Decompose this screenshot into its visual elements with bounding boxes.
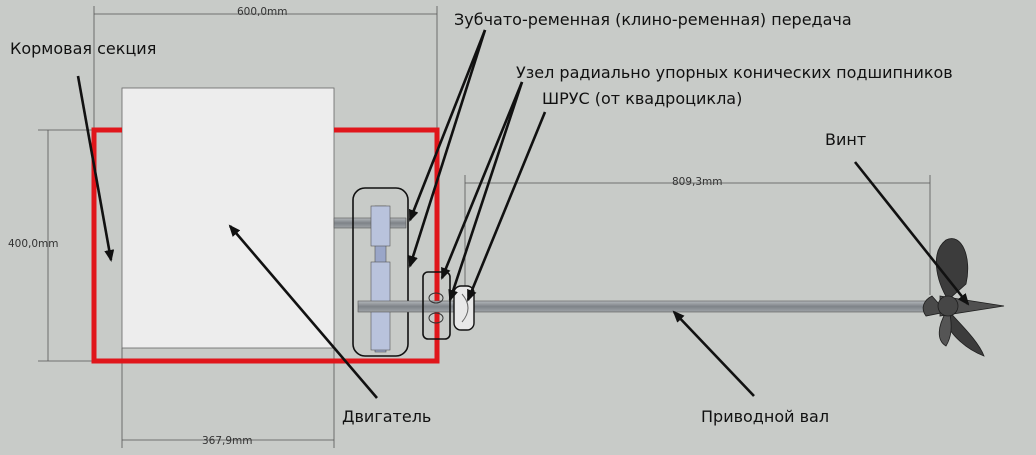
dimension-top-width: 600,0mm: [237, 6, 288, 18]
label-propeller: Винт: [825, 130, 867, 149]
label-drive-shaft: Приводной вал: [701, 407, 830, 426]
dimension-engine-width: 367,9mm: [202, 435, 253, 447]
bearing-balls: [428, 292, 444, 324]
label-belt-drive: Зубчато-ременная (клино-ременная) переда…: [454, 10, 852, 29]
label-engine: Двигатель: [342, 407, 432, 426]
dimension-shaft-length: 809,3mm: [672, 176, 723, 188]
bearing-unit: [422, 271, 451, 340]
dimension-left-height: 400,0mm: [8, 238, 59, 250]
label-stern-section: Кормовая секция: [10, 39, 157, 58]
label-bearing-unit: Узел радиально упорных конических подшип…: [516, 63, 953, 82]
propeller-icon: [922, 238, 1005, 357]
drive-shaft: [357, 300, 929, 313]
belt-drive-housing: [352, 187, 409, 357]
leader-arrows: [76, 29, 970, 399]
stern-section-frame: [91, 127, 440, 364]
engine-output-shaft: [333, 217, 407, 229]
upper-pulley: [370, 205, 391, 247]
dimension-lines: [38, 6, 931, 448]
label-cv-joint: ШРУС (от квадроцикла): [542, 89, 743, 108]
